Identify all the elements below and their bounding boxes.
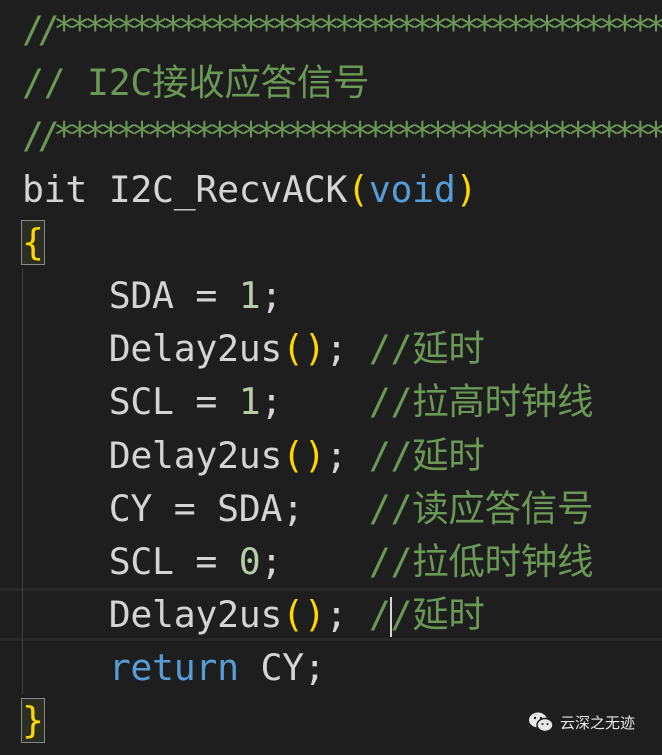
indent-guide — [22, 322, 23, 376]
code-bracket: ) — [455, 167, 478, 211]
code-text: ; — [325, 327, 369, 371]
code-text: ; — [325, 593, 369, 637]
code-editor[interactable]: //**************************************… — [0, 3, 662, 748]
code-comment: //延时 — [368, 327, 485, 371]
code-line[interactable]: SDA = 1; — [0, 268, 662, 323]
code-comment: //**************************************… — [22, 114, 662, 158]
code-line[interactable]: { — [0, 216, 662, 269]
code-line[interactable]: Delay2us(); //延时 — [0, 428, 662, 482]
indent-guide — [22, 534, 23, 589]
code-number: 1 — [238, 273, 261, 317]
code-text: Delay2us — [22, 327, 283, 371]
code-keyword: void — [368, 167, 456, 211]
indent-guide — [22, 428, 23, 482]
code-text: SDA = — [22, 273, 239, 317]
code-comment: //延时 — [368, 433, 485, 477]
code-comment: /延时 — [390, 593, 485, 637]
code-bracket: ( — [347, 167, 369, 211]
watermark-text: 云深之无迹 — [560, 713, 636, 732]
code-line[interactable]: bit I2C_RecvACK(void) — [0, 163, 662, 216]
indent-guide — [22, 588, 23, 642]
code-line[interactable]: Delay2us(); //延时 — [0, 322, 662, 376]
code-bracket: } — [21, 698, 45, 744]
code-text: SCL = — [22, 539, 239, 583]
wechat-icon — [529, 712, 554, 733]
code-comment: // I2C接收应答信号 — [22, 61, 370, 105]
code-bracket: () — [282, 433, 326, 477]
code-line[interactable]: return CY; — [0, 641, 662, 695]
code-number: 0 — [238, 539, 261, 583]
code-text: SCL = — [22, 380, 239, 424]
code-line[interactable]: //**************************************… — [0, 3, 662, 56]
code-keyword: return — [108, 646, 239, 690]
code-text: bit I2C_RecvACK — [22, 167, 348, 211]
code-comment: //读应答信号 — [368, 486, 594, 530]
code-text — [22, 646, 109, 689]
code-text: ; — [260, 380, 369, 424]
indent-guide — [22, 375, 23, 429]
code-text: Delay2us — [22, 433, 283, 477]
code-line[interactable]: SCL = 1; //拉高时钟线 — [0, 375, 662, 429]
indent-guide — [22, 268, 23, 323]
code-number: 1 — [238, 380, 261, 424]
code-comment: / — [368, 593, 391, 637]
code-comment: //拉高时钟线 — [368, 380, 594, 424]
code-line[interactable]: Delay2us(); //延时 — [0, 588, 662, 642]
code-line[interactable]: SCL = 0; //拉低时钟线 — [0, 534, 662, 589]
code-text: ; — [325, 433, 369, 477]
code-comment: //**************************************… — [22, 8, 662, 51]
code-line[interactable]: // I2C接收应答信号 — [0, 56, 662, 109]
code-bracket: { — [21, 219, 45, 265]
text-cursor — [389, 596, 392, 637]
code-line[interactable]: } — [0, 694, 662, 747]
code-text: CY = SDA; — [22, 486, 369, 530]
indent-guide — [22, 481, 23, 535]
code-line[interactable]: //**************************************… — [0, 109, 662, 162]
code-comment: //拉低时钟线 — [368, 539, 594, 583]
code-text: ; — [260, 539, 369, 583]
code-line[interactable]: CY = SDA; //读应答信号 — [0, 481, 662, 535]
indent-guide — [22, 641, 23, 695]
code-text: ; — [260, 273, 283, 317]
code-bracket: () — [282, 593, 326, 637]
watermark: 云深之无迹 — [528, 711, 635, 733]
code-text: Delay2us — [22, 593, 283, 637]
code-text: CY; — [238, 646, 326, 690]
code-bracket: () — [282, 327, 326, 371]
